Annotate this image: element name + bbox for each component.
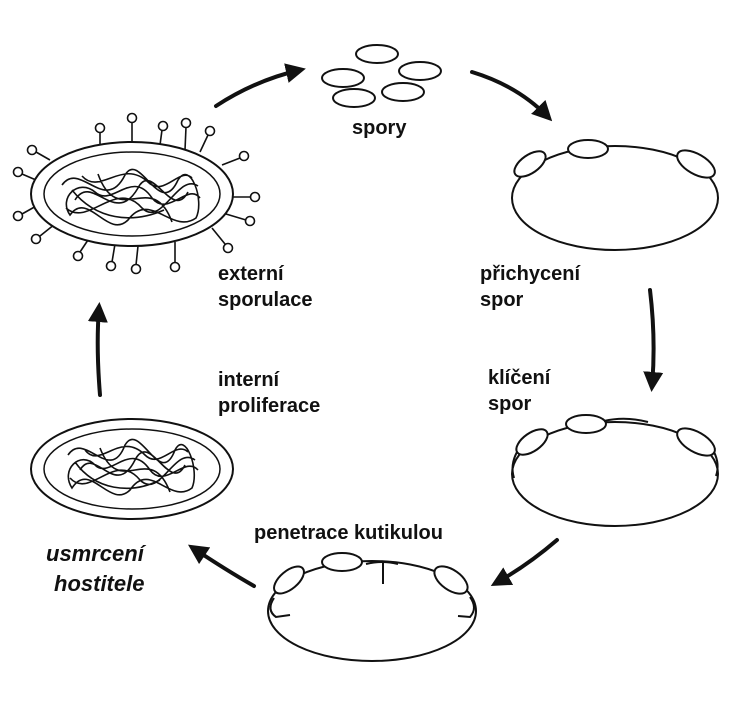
- arrow-to-spores: [214, 63, 306, 108]
- label-prichyceni-spor-line1: přichycení: [480, 263, 581, 285]
- label-prichyceni-spor-line2: spor: [480, 289, 524, 311]
- label-externi-sporulace-line1: externí: [218, 263, 284, 285]
- host-germination: [511, 414, 719, 527]
- host-external-sporulation: [12, 112, 261, 275]
- label-spory: spory: [352, 117, 407, 139]
- arrow-to-attachment: [470, 70, 553, 122]
- label-penetrace-kutikulou: penetrace kutikulou: [254, 522, 443, 544]
- label-kliceni-spor-line2: spor: [488, 393, 532, 415]
- label-usmrceni-hostitele-line1: usmrcení: [46, 541, 144, 566]
- arrow-to-germination: [643, 288, 664, 392]
- arrow-to-host-death: [188, 544, 256, 588]
- host-internal-proliferation: [30, 418, 234, 520]
- host-penetration: [267, 552, 477, 662]
- arrow-to-penetration: [490, 538, 559, 586]
- label-interni-proliferace-line1: interní: [218, 369, 280, 391]
- label-externi-sporulace-line2: sporulace: [218, 289, 313, 311]
- host-spore-attachment: [511, 139, 719, 251]
- cycle-arrows: [87, 63, 664, 588]
- label-interni-proliferace-line2: proliferace: [218, 395, 321, 417]
- label-kliceni-spor-line1: klíčení: [488, 367, 551, 389]
- arrow-to-sporulation: [87, 302, 108, 397]
- spores-cluster: [321, 44, 442, 108]
- label-usmrceni-hostitele-line2: hostitele: [54, 571, 145, 596]
